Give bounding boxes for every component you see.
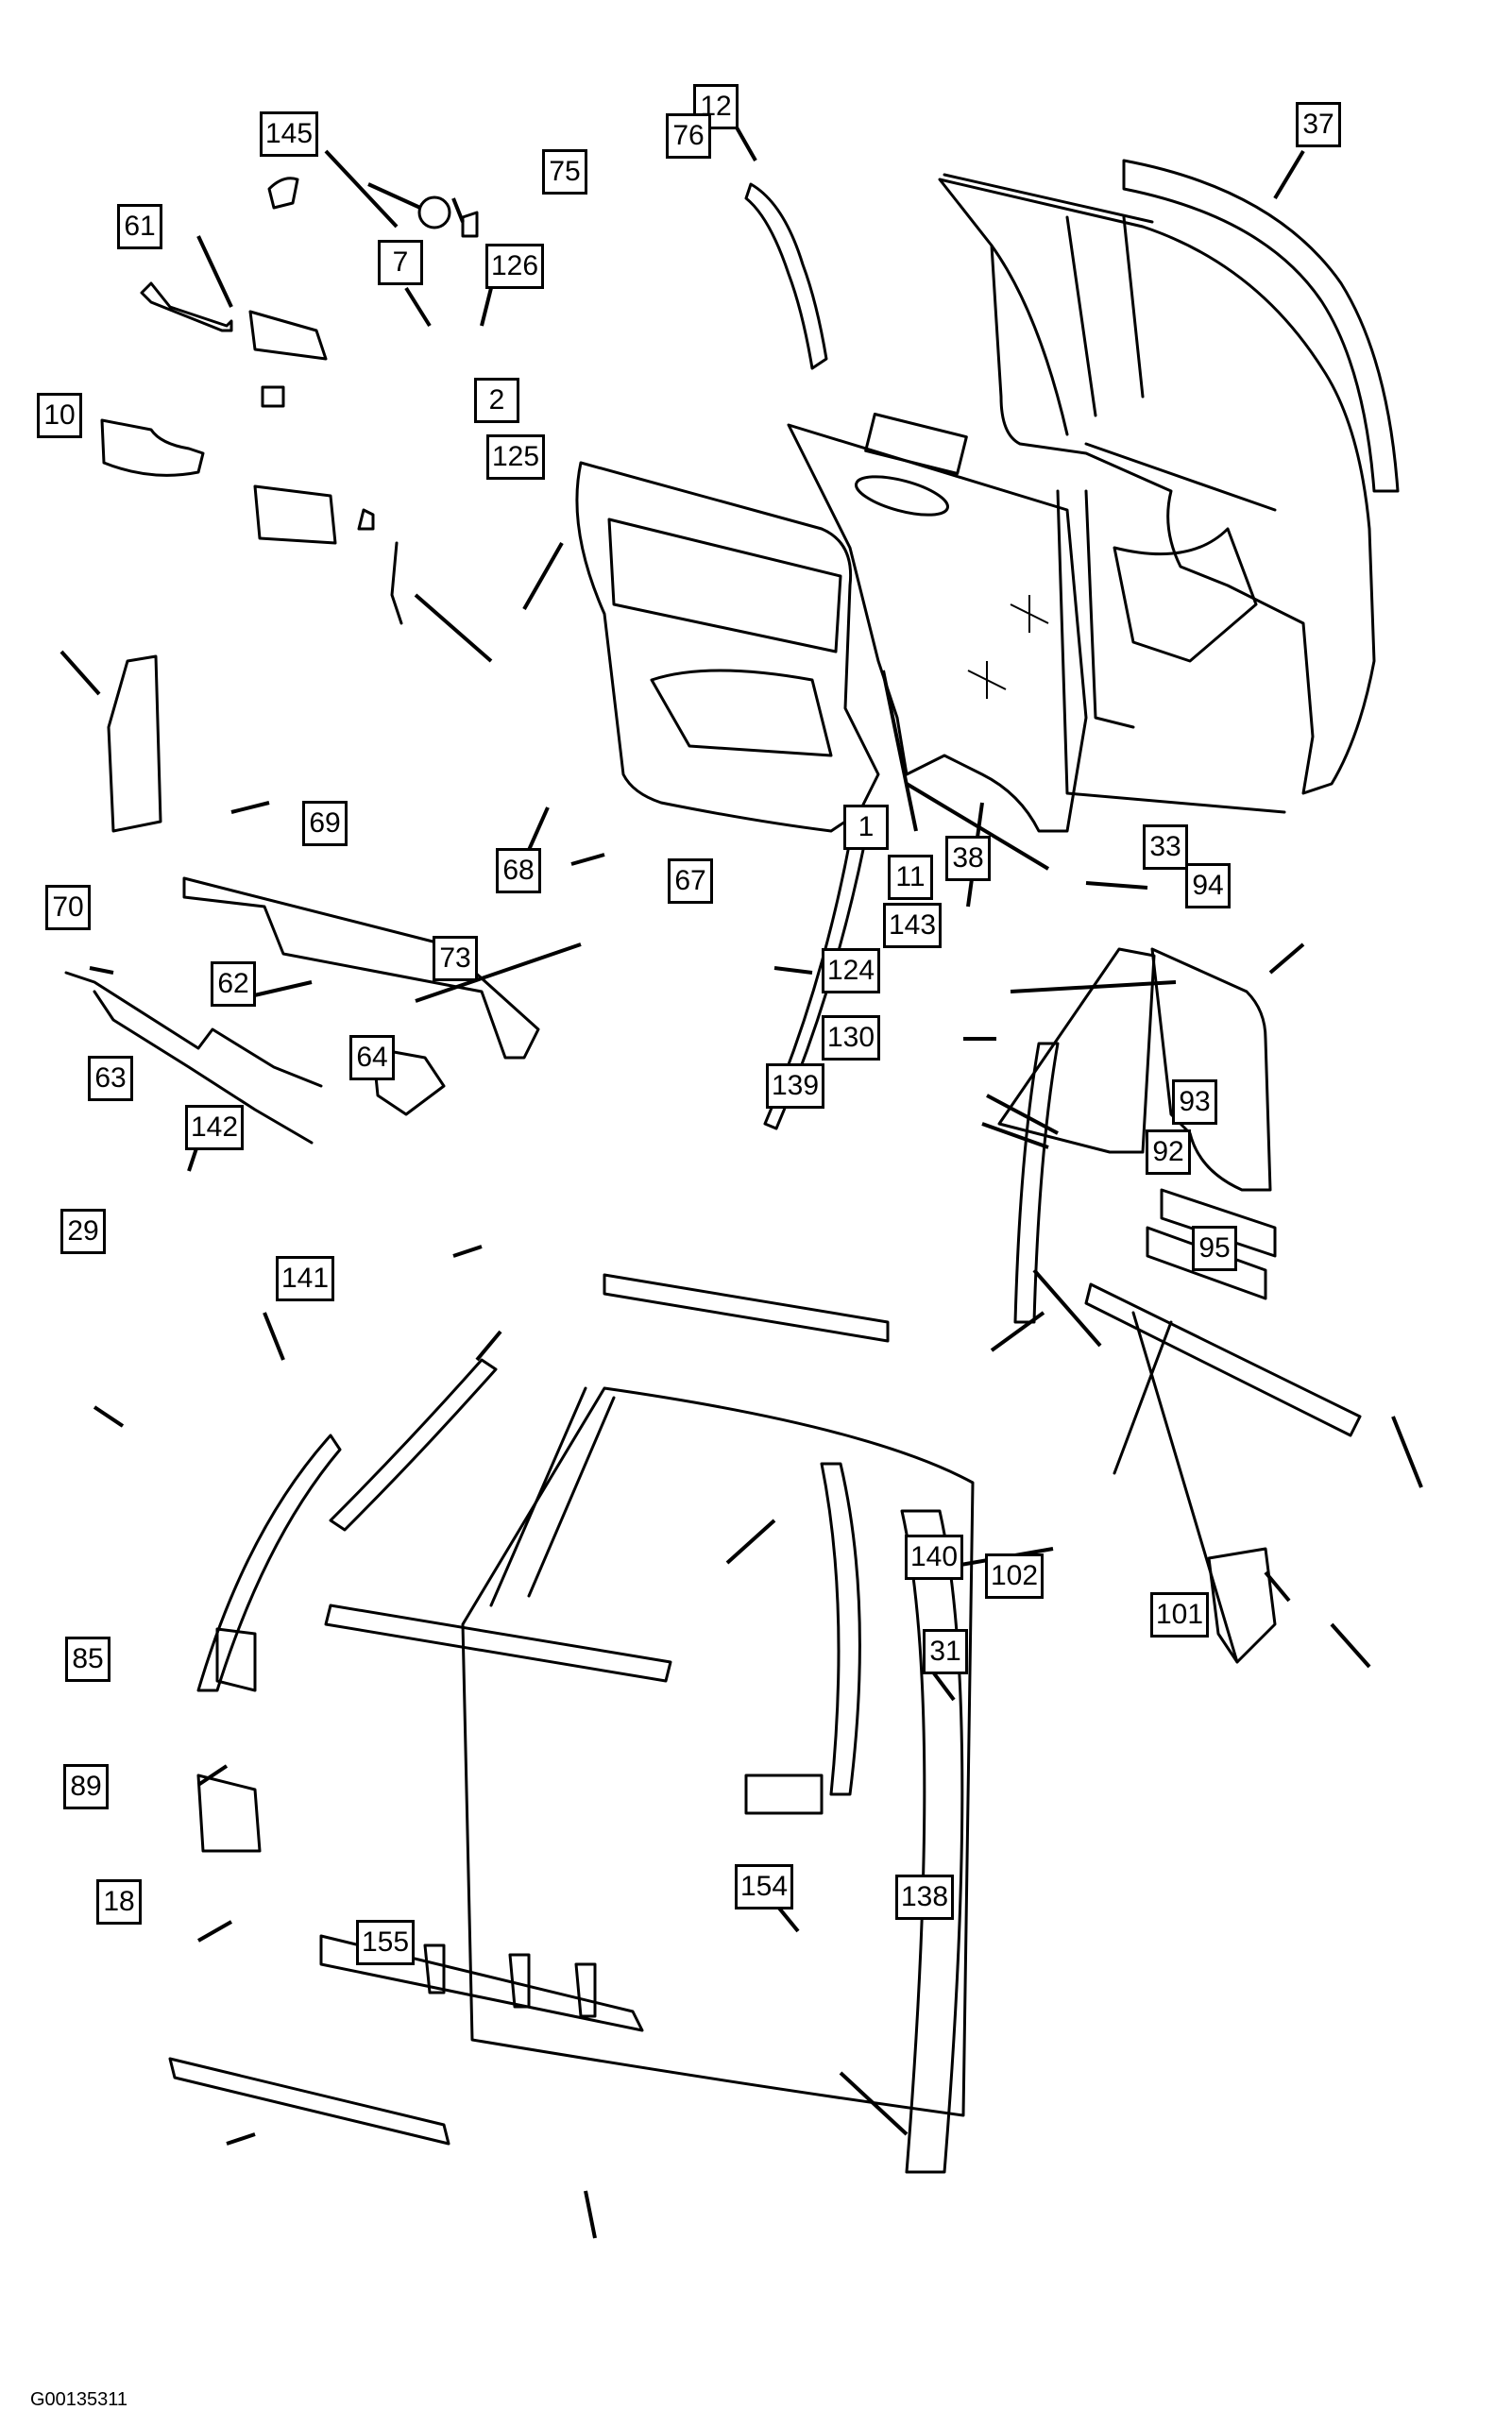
callout-89: 89 [63,1764,109,1809]
callout-141: 141 [276,1256,334,1301]
callout-33: 33 [1143,824,1188,870]
callout-145: 145 [260,111,318,157]
callout-95: 95 [1192,1226,1237,1271]
callout-67: 67 [668,858,713,904]
callout-130: 130 [822,1015,880,1061]
callout-140: 140 [905,1535,963,1580]
callout-92: 92 [1146,1129,1191,1175]
callout-38: 38 [945,836,991,881]
figure-id: G00135311 [30,2389,128,2410]
callout-62: 62 [211,961,256,1007]
callout-143: 143 [883,903,942,948]
callout-94: 94 [1185,863,1231,908]
callout-126: 126 [485,244,544,289]
callout-155: 155 [356,1920,415,1965]
small-parts-drawing [64,177,540,1145]
callout-142: 142 [185,1105,244,1150]
callout-61: 61 [117,204,162,249]
callout-70: 70 [45,885,91,930]
callout-124: 124 [822,948,880,993]
callout-93: 93 [1172,1079,1217,1125]
callout-37: 37 [1296,102,1341,147]
callout-10: 10 [37,393,82,438]
callout-7: 7 [378,240,423,285]
callout-68: 68 [496,848,541,893]
callout-125: 125 [486,434,545,480]
callout-101: 101 [1150,1592,1209,1638]
glass-channels-drawing [603,839,1362,1664]
callout-85: 85 [65,1637,110,1682]
callout-69: 69 [302,801,348,846]
callout-73: 73 [433,936,478,981]
callout-75: 75 [542,149,587,195]
callout-29: 29 [60,1209,106,1254]
callout-1: 1 [843,805,889,850]
water-deflector-drawing [787,412,1088,833]
callout-63: 63 [88,1056,133,1101]
callout-31: 31 [923,1629,968,1674]
callout-11: 11 [888,855,933,900]
door-trim-panel-drawing [575,461,880,833]
callout-138: 138 [895,1875,954,1920]
lower-door-drawing [168,1358,975,2174]
callout-2: 2 [474,378,519,423]
callout-154: 154 [735,1864,793,1909]
callout-64: 64 [349,1035,395,1080]
callout-139: 139 [766,1063,824,1109]
door-shell-drawing [744,159,1400,814]
callout-102: 102 [985,1553,1044,1599]
leader-lines [59,127,1423,2239]
callout-76: 76 [666,113,711,159]
callout-18: 18 [96,1879,142,1925]
